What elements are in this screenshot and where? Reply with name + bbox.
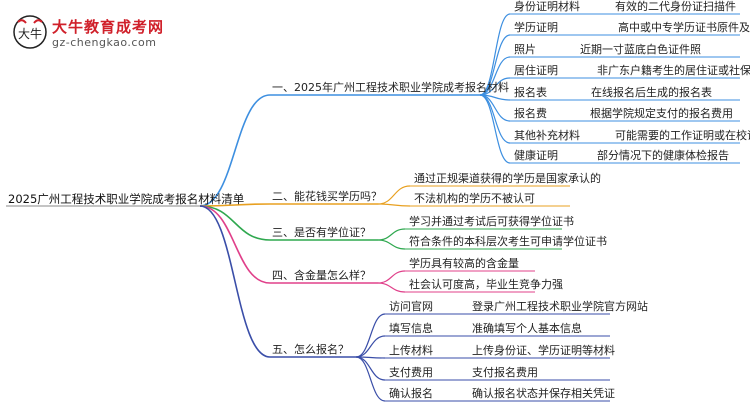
branch-3-child-connector-1 (377, 228, 406, 241)
brand-title: 大牛教育成考网 (52, 18, 165, 36)
branch-1-child-6-detail: 根据学院规定支付的报名费用 (590, 107, 733, 120)
branch-topic-3: 三、是否有学位证？ (272, 226, 371, 239)
branch-5-child-2-detail: 准确填写个人基本信息 (472, 322, 582, 335)
brand-logo: 大牛 大牛教育成考网 gz-chengkao.com (12, 14, 182, 58)
branch-connector-4 (199, 205, 271, 284)
branch-1-child-6: 报名费 (514, 107, 547, 120)
branch-connector-1 (199, 94, 271, 207)
branch-connector-5 (199, 205, 271, 358)
branch-5-child-4-detail: 支付报名费用 (472, 366, 538, 379)
branch-1-child-connector-1 (479, 13, 511, 96)
root-topic: 2025广州工程技术职业学院成考报名材料清单 (8, 192, 245, 206)
branch-5-child-connector-5 (355, 356, 386, 402)
branch-3-child-connector-2 (377, 239, 406, 250)
branch-5-child-3: 上传材料 (389, 344, 433, 357)
branch-1-child-connector-4 (479, 77, 511, 96)
branch-3-child-2: 符合条件的本科层次考生可申请学位证书 (409, 235, 607, 248)
branch-1-child-5-detail: 在线报名后生成的报名表 (591, 86, 712, 99)
branch-5-child-1: 访问官网 (389, 300, 433, 313)
branch-4-child-connector-2 (377, 282, 406, 293)
branch-5-child-2: 填写信息 (389, 322, 433, 335)
branch-2-child-connector-1 (377, 185, 411, 205)
branch-topic-5: 五、怎么报名？ (272, 343, 349, 356)
branch-1-child-3: 照片 (514, 43, 536, 56)
branch-1-child-1-detail: 有效的二代身份证扫描件 (615, 0, 736, 13)
branch-5-child-1-detail: 登录广州工程技术职业学院官方网站 (472, 300, 648, 313)
branch-4-child-2: 社会认可度高，毕业生竞争力强 (409, 278, 563, 291)
branch-1-child-connector-3 (479, 56, 511, 96)
branch-2-child-1: 通过正规渠道获得的学历是国家承认的 (414, 172, 601, 185)
branch-1-child-7: 其他补充材料 (514, 129, 580, 142)
branch-topic-4: 四、含金量怎么样？ (272, 269, 371, 282)
branch-5-child-5-detail: 确认报名状态并保存相关凭证 (472, 387, 615, 400)
branch-1-child-1: 身份证明材料 (514, 0, 580, 13)
branch-connector-2 (199, 203, 271, 207)
branch-topic-2: 二、能花钱买学历吗？ (272, 190, 382, 203)
branch-1-child-7-detail: 可能需要的工作证明或在校证明 (615, 129, 750, 142)
branch-5-child-5: 确认报名 (389, 387, 433, 400)
branch-1-child-3-detail: 近期一寸蓝底白色证件照 (580, 43, 701, 56)
branch-3-child-1: 学习并通过考试后可获得学位证书 (409, 215, 574, 228)
brand-url: gz-chengkao.com (52, 36, 157, 49)
branch-5-child-3-detail: 上传身份证、学历证明等材料 (472, 344, 615, 357)
branch-2-child-2: 不法机构的学历不被认可 (414, 192, 535, 205)
branch-1-child-5: 报名表 (514, 86, 547, 99)
branch-1-child-2-detail: 高中或中专学历证书原件及复印件 (618, 21, 750, 34)
branch-connector-3 (199, 205, 271, 241)
branch-5-child-connector-4 (355, 356, 386, 381)
branch-5-child-4: 支付费用 (389, 366, 433, 379)
branch-4-child-1: 学历具有较高的含金量 (409, 257, 519, 270)
branch-topic-1: 一、2025年广州工程技术职业学院成考报名材料 (272, 81, 509, 94)
branch-4-child-connector-1 (377, 270, 406, 284)
branch-1-child-8-detail: 部分情况下的健康体检报告 (597, 149, 729, 162)
branch-1-child-2: 学历证明 (514, 21, 558, 34)
branch-1-child-4: 居住证明 (514, 64, 558, 77)
branch-1-child-8: 健康证明 (514, 149, 558, 162)
branch-1-child-4-detail: 非广东户籍考生的居住证或社保证明 (597, 64, 750, 77)
branch-5-child-connector-1 (355, 313, 386, 358)
bull-logo-icon: 大牛 (13, 15, 47, 49)
branch-2-child-connector-2 (377, 203, 411, 207)
branch-1-child-connector-7 (479, 94, 511, 144)
svg-text:大牛: 大牛 (18, 26, 42, 41)
branch-1-child-connector-8 (479, 94, 511, 164)
branch-5-child-connector-2 (355, 335, 386, 358)
